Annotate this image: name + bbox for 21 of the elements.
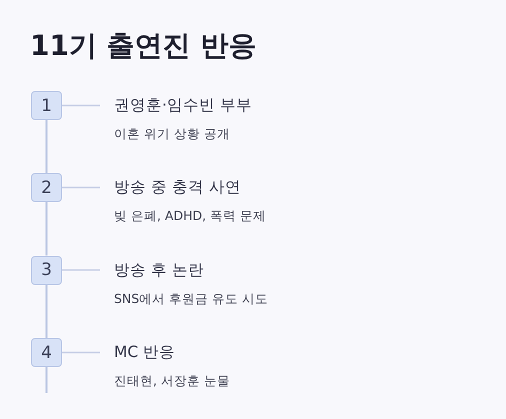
step-number: 4 [31,338,62,367]
connector-line [62,186,100,188]
step-heading: 방송 중 충격 사연 [114,177,241,197]
timeline-line [46,202,48,256]
timeline-line [46,284,48,338]
step-number: 3 [31,256,62,284]
timeline-line [46,367,48,393]
step-heading: MC 반응 [114,342,176,362]
step-description: SNS에서 후원금 유도 시도 [114,290,268,308]
step-description: 이혼 위기 상황 공개 [114,125,230,143]
step-number: 1 [31,91,62,120]
diagram-title: 11기 출연진 반응 [30,29,256,63]
step-heading: 권영훈·임수빈 부부 [114,95,252,115]
step-number: 2 [31,173,62,202]
step-description: 진태현, 서장훈 눈물 [114,372,230,390]
connector-line [62,352,100,354]
step-description: 빚 은폐, ADHD, 폭력 문제 [114,207,266,225]
timeline-line [46,120,48,173]
connector-line [62,269,100,271]
connector-line [62,104,100,106]
step-heading: 방송 후 논란 [114,260,204,280]
